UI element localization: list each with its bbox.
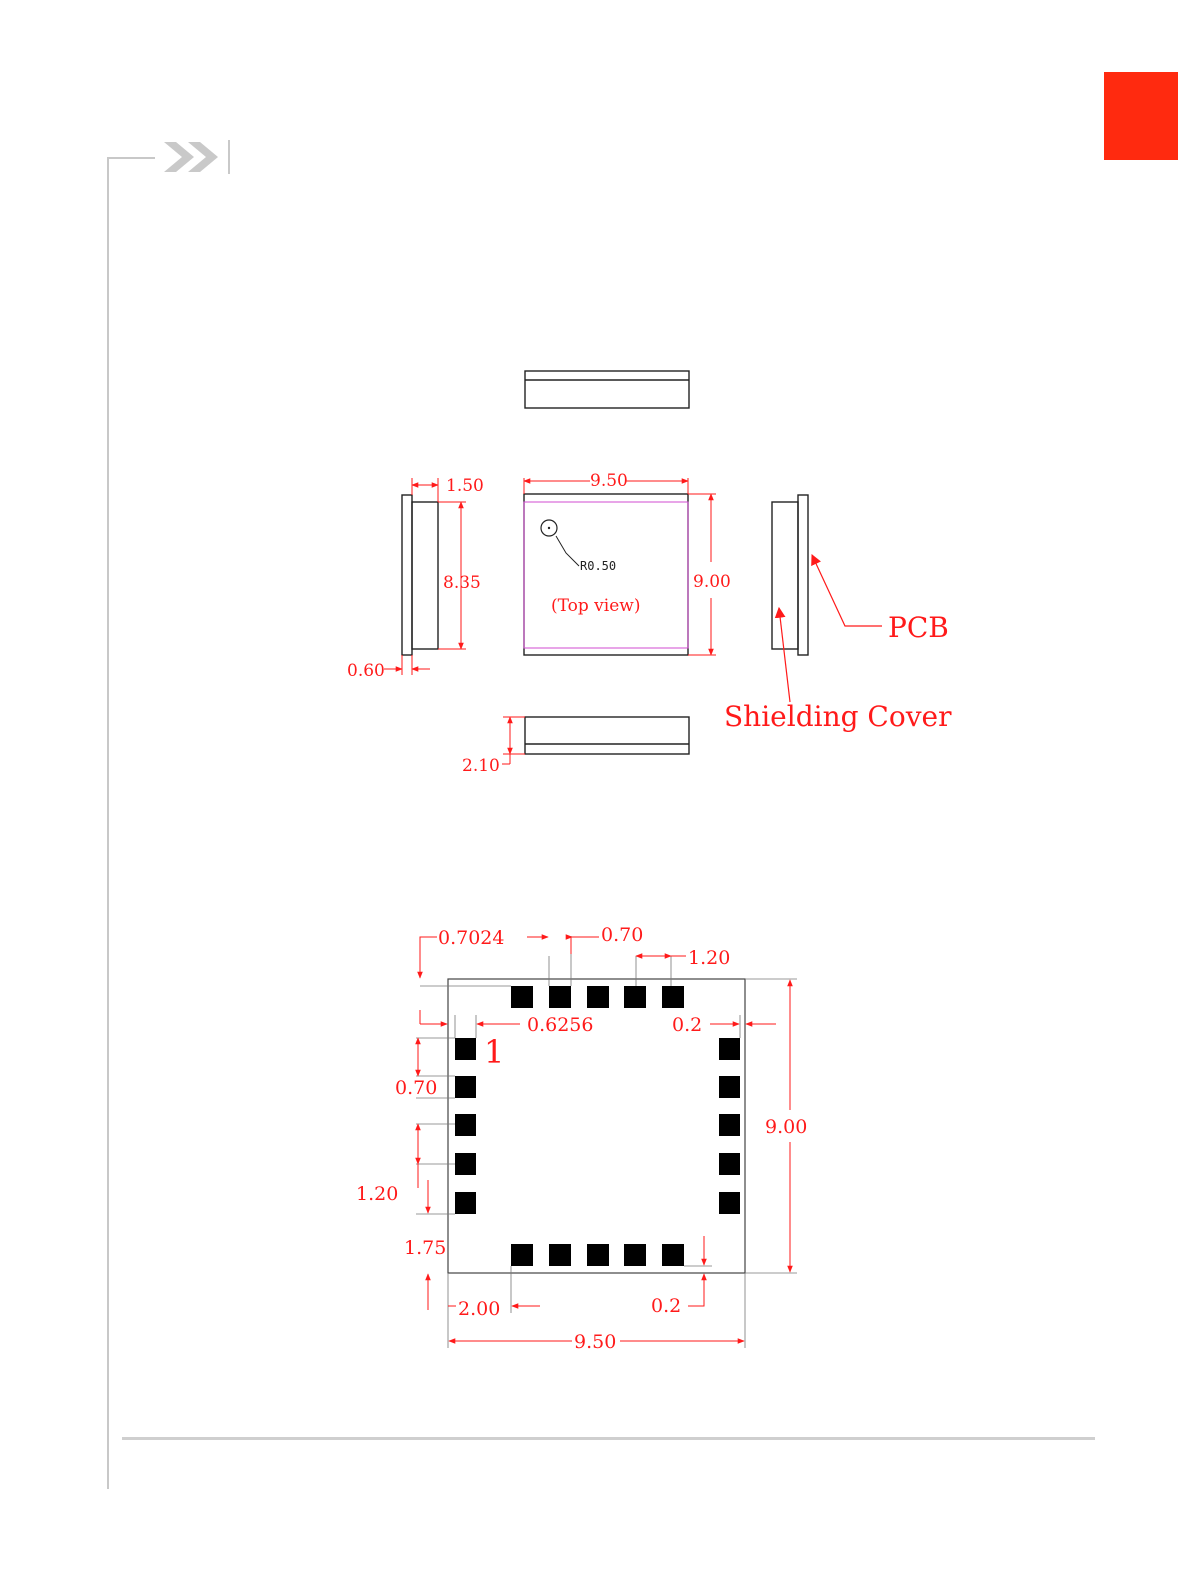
top-side-view — [525, 371, 689, 408]
dim-pad-width-left-label: 0.70 — [395, 1077, 437, 1099]
module-outline-drawing: 1.50 8.35 0.60 9.50 9.00 2.10 R0.50 (Top… — [347, 371, 952, 776]
dim-pitch-left-label: 1.20 — [356, 1183, 398, 1205]
pad — [719, 1153, 740, 1175]
height-label: 9.00 — [693, 572, 731, 592]
dim-pitch-top-label: 1.20 — [688, 947, 730, 969]
top-view-body — [524, 494, 688, 655]
pad — [511, 1244, 533, 1266]
pad — [719, 1038, 740, 1060]
pin1-label: 1 — [484, 1033, 504, 1071]
footprint-drawing: 0.7024 0.70 1.20 0.6256 0.2 1 0.70 1.20 … — [356, 924, 807, 1353]
pad — [587, 1244, 609, 1266]
pad — [455, 1114, 476, 1136]
dim-edge-right-label: 0.2 — [672, 1014, 702, 1036]
pad — [455, 1153, 476, 1175]
pad — [587, 986, 609, 1008]
pcb-thickness-label: 0.60 — [347, 661, 385, 681]
left-side-view — [402, 495, 438, 655]
pad — [624, 986, 646, 1008]
pad — [662, 986, 684, 1008]
side-thickness-label: 1.50 — [446, 476, 484, 496]
pad — [549, 986, 571, 1008]
pcb-callout: PCB — [888, 611, 949, 644]
top-view-label: (Top view) — [551, 596, 640, 616]
side-height-label: 8.35 — [443, 573, 481, 593]
dim-edge-bottom-label: 0.2 — [651, 1295, 681, 1317]
dim-width-label: 9.50 — [574, 1331, 616, 1353]
dim-offset-bottom-label: 2.00 — [458, 1298, 500, 1320]
width-label: 9.50 — [590, 471, 628, 491]
pad — [455, 1192, 476, 1214]
dim-height-label: 9.00 — [765, 1116, 807, 1138]
pad — [624, 1244, 646, 1266]
total-height-label: 2.10 — [462, 756, 500, 776]
dim-offset-bottom-left-label: 1.75 — [404, 1237, 446, 1259]
pad — [719, 1076, 740, 1098]
pad — [662, 1244, 684, 1266]
radius-label: R0.50 — [580, 559, 616, 573]
dim-pad-width-top-label: 0.70 — [601, 924, 643, 946]
pad-1 — [455, 1038, 476, 1060]
right-side-view — [772, 495, 808, 655]
pad — [455, 1076, 476, 1098]
dim-offset-top-label: 0.7024 — [438, 927, 504, 949]
dim-offset-left-label: 0.6256 — [527, 1014, 593, 1036]
pad — [719, 1192, 740, 1214]
pad — [549, 1244, 571, 1266]
pad — [719, 1114, 740, 1136]
bottom-side-view — [525, 717, 689, 754]
pad — [511, 986, 533, 1008]
shielding-cover-callout: Shielding Cover — [724, 700, 952, 733]
